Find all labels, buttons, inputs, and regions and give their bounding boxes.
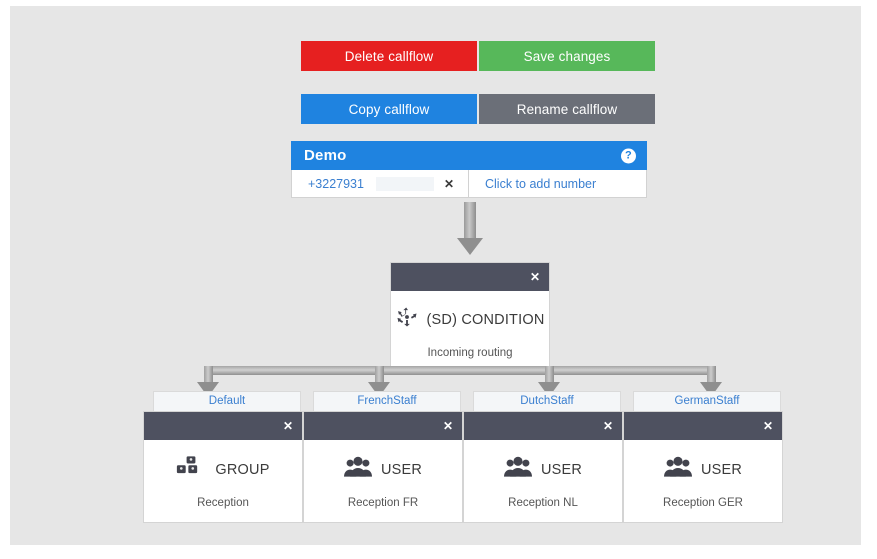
flow-node-subtitle: Reception GER [663, 497, 743, 509]
copy-callflow-button[interactable]: Copy callflow [301, 94, 477, 124]
flow-node-type-label: USER [540, 461, 583, 478]
close-icon[interactable]: ✕ [443, 176, 454, 191]
callflow-number-value: +3227931 [308, 176, 364, 191]
branch-tab-frenchstaff[interactable]: FrenchStaff [313, 391, 461, 411]
flow-node-user-reception-fr[interactable]: ✕ USER Reception FR [303, 411, 463, 523]
flow-node-header: ✕ [391, 263, 549, 291]
flow-node-subtitle: Incoming routing [427, 347, 513, 359]
user-icon [663, 456, 692, 483]
flow-node-user-reception-ger[interactable]: ✕ USER Reception GER [623, 411, 783, 523]
connector-line-branch-1 [204, 366, 213, 384]
flow-node-type-label: USER [700, 461, 743, 478]
flow-node-header: ✕ [464, 412, 622, 440]
flow-node-group-reception[interactable]: ✕ GROUP Reception [143, 411, 303, 523]
user-icon [343, 456, 372, 483]
page-title: Demo [304, 147, 347, 164]
callflow-number-item[interactable]: +3227931 ✕ [292, 170, 469, 197]
group-icon [176, 456, 206, 483]
flow-node-type-label: USER [380, 461, 423, 478]
add-number-button[interactable]: Click to add number [469, 170, 646, 197]
flow-node-body: USER [304, 440, 462, 489]
close-icon[interactable]: ✕ [762, 419, 773, 433]
callflow-canvas: Delete callflow Save changes Copy callfl… [10, 6, 861, 545]
rename-callflow-button[interactable]: Rename callflow [479, 94, 655, 124]
close-icon[interactable]: ✕ [282, 419, 293, 433]
user-icon [503, 456, 532, 483]
close-icon[interactable]: ✕ [442, 419, 453, 433]
number-field-placeholder-shade [376, 177, 434, 191]
flow-node-type-label: GROUP [215, 461, 270, 478]
flow-node-body: GROUP [144, 440, 302, 489]
flow-node-type-label: (SD) CONDITION [426, 311, 545, 328]
save-changes-button[interactable]: Save changes [479, 41, 655, 71]
delete-callflow-button[interactable]: Delete callflow [301, 41, 477, 71]
callflow-number-row: +3227931 ✕ Click to add number [291, 170, 647, 198]
connector-line-root [464, 202, 476, 242]
flow-node-body: USER [464, 440, 622, 489]
add-number-label: Click to add number [485, 176, 597, 191]
connector-line-branch-2 [375, 366, 384, 384]
callflow-title-bar: Demo ? [291, 141, 647, 170]
flow-node-user-reception-nl[interactable]: ✕ USER Reception NL [463, 411, 623, 523]
condition-arrows-icon [396, 306, 418, 333]
flow-node-subtitle: Reception [197, 497, 249, 509]
branch-tab-default[interactable]: Default [153, 391, 301, 411]
flow-node-condition[interactable]: ✕ (SD) CONDITION Incoming routing [390, 262, 550, 373]
branch-tab-germanstaff[interactable]: GermanStaff [633, 391, 781, 411]
connector-arrowhead-root [457, 238, 483, 255]
flow-node-body: (SD) CONDITION [391, 291, 549, 339]
branch-tab-dutchstaff[interactable]: DutchStaff [473, 391, 621, 411]
flow-node-header: ✕ [304, 412, 462, 440]
flow-node-subtitle: Reception NL [508, 497, 578, 509]
flow-node-header: ✕ [624, 412, 782, 440]
callflow-panel: Demo ? +3227931 ✕ Click to add number [291, 141, 647, 198]
flow-node-subtitle: Reception FR [347, 497, 419, 509]
flow-node-header: ✕ [144, 412, 302, 440]
connector-line-branch-3 [545, 366, 554, 384]
flow-node-body: USER [624, 440, 782, 489]
close-icon[interactable]: ✕ [602, 419, 613, 433]
connector-trunk [204, 366, 716, 375]
question-mark-icon[interactable]: ? [621, 148, 636, 163]
connector-line-branch-4 [707, 366, 716, 384]
close-icon[interactable]: ✕ [529, 270, 540, 284]
